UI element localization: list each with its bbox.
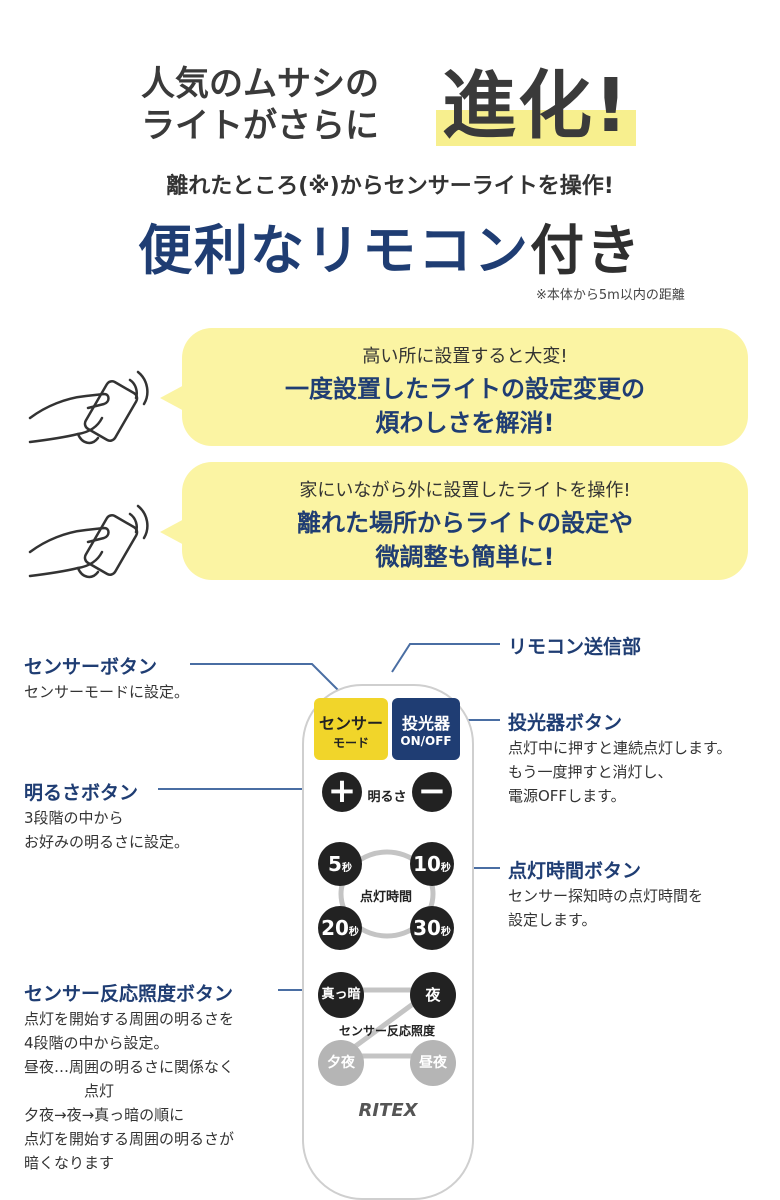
lux-callout-title: センサー反応照度ボタン xyxy=(24,983,234,1005)
sensor-callout-desc: センサーモードに設定。 xyxy=(24,683,190,701)
lux-callout-desc6: 点灯を開始する周囲の明るさが xyxy=(24,1130,235,1148)
lux-callout-desc3: 昼夜…周囲の明るさに関係なく xyxy=(24,1058,235,1076)
hand-remote-icon xyxy=(28,370,149,445)
timer-30-unit: 秒 xyxy=(440,927,451,938)
bubble-2: 家にいながら外に設置したライトを操作! 離れた場所からライトの設定や 微調整も簡… xyxy=(160,462,748,580)
headline-highlight: 進化! xyxy=(436,66,636,146)
brightness-callout-title: 明るさボタン xyxy=(24,782,139,804)
timer-callout-desc1: センサー探知時の点灯時間を xyxy=(508,887,704,905)
lux-callout-desc7: 暗くなります xyxy=(24,1154,115,1172)
bubble-2-big2: 微調整も簡単に! xyxy=(375,543,555,571)
brightness-plus-button[interactable]: + xyxy=(322,772,362,812)
bubble-1: 高い所に設置すると大変! 一度設置したライトの設定変更の 煩わしさを解消! xyxy=(160,328,748,446)
headline-line1: 人気のムサシの xyxy=(141,64,379,104)
timer-callout-title: 点灯時間ボタン xyxy=(508,860,642,882)
lux-connector xyxy=(334,987,440,1059)
projector-callout-title: 投光器ボタン xyxy=(508,712,623,734)
bubble-2-big1: 離れた場所からライトの設定や xyxy=(297,509,633,537)
lux-pitch-dark-button[interactable]: 真っ暗 xyxy=(318,972,364,1018)
headline-line2: ライトがさらに xyxy=(141,106,379,146)
projector-callout-desc1: 点灯中に押すと連続点灯します。 xyxy=(508,739,732,757)
timer-20-button[interactable]: 20秒 xyxy=(318,906,362,950)
projector-callout-desc3: 電源OFFします。 xyxy=(508,787,626,805)
bubble-1-small: 高い所に設置すると大変! xyxy=(362,346,568,367)
lux-night-button[interactable]: 夜 xyxy=(410,972,456,1018)
lux-label: センサー反応照度 xyxy=(338,1024,435,1038)
timer-label: 点灯時間 xyxy=(359,890,412,905)
projector-button[interactable]: 投光器 ON/OFF xyxy=(392,698,460,760)
main-heading-part3: 付き xyxy=(530,219,642,282)
timer-10-unit: 秒 xyxy=(440,863,451,874)
bubble-1-big2: 煩わしさを解消! xyxy=(375,409,555,437)
hand-remote-icon xyxy=(28,504,149,579)
timer-20-unit: 秒 xyxy=(348,927,359,938)
timer-callout-desc2: 設定します。 xyxy=(508,911,597,929)
bubble-1-big1: 一度設置したライトの設定変更の xyxy=(285,375,645,403)
timer-10-button[interactable]: 10秒 xyxy=(410,842,454,886)
bubble-2-small: 家にいながら外に設置したライトを操作! xyxy=(299,480,631,501)
lux-callout-desc5: 夕夜→夜→真っ暗の順に xyxy=(24,1106,185,1124)
timer-30-button[interactable]: 30秒 xyxy=(410,906,454,950)
lux-callout-desc4: 点灯 xyxy=(84,1082,115,1100)
brightness-callout-desc1: 3段階の中から xyxy=(24,809,124,827)
sensor-mode-button[interactable]: センサー モード xyxy=(314,698,388,760)
projector-label: 投光器 xyxy=(401,714,450,733)
brand-logo: RITEX xyxy=(358,1100,418,1121)
timer-5-value: 5 xyxy=(328,852,342,876)
timer-5-unit: 秒 xyxy=(341,863,352,874)
remote-tx-callout-title: リモコン送信部 xyxy=(508,636,642,658)
timer-30-value: 30 xyxy=(413,916,441,940)
lux-callout-desc1: 点灯を開始する周囲の明るさを xyxy=(24,1010,235,1028)
lux-callout-desc2: 4段階の中から設定。 xyxy=(24,1034,169,1052)
main-heading-part1: 便利な xyxy=(138,219,306,282)
sensor-mode-label: センサー xyxy=(318,714,383,733)
timer-10-value: 10 xyxy=(413,852,441,876)
sensor-mode-sublabel: モード xyxy=(332,736,369,750)
lux-dusk-button[interactable]: 夕夜 xyxy=(318,1040,364,1086)
timer-20-value: 20 xyxy=(321,916,349,940)
brightness-callout-desc2: お好みの明るさに設定。 xyxy=(24,833,190,851)
projector-sublabel: ON/OFF xyxy=(400,734,452,748)
distance-note: ※本体から5m以内の距離 xyxy=(536,288,685,303)
subtitle: 離れたところ(※)からセンサーライトを操作! xyxy=(166,174,614,199)
brightness-label: 明るさ xyxy=(367,790,407,805)
sensor-callout-title: センサーボタン xyxy=(24,656,158,678)
lux-day-night-button[interactable]: 昼夜 xyxy=(410,1040,456,1086)
brightness-minus-button[interactable]: − xyxy=(412,772,452,812)
projector-callout-desc2: もう一度押すと消灯し、 xyxy=(508,763,673,781)
main-heading: 便利なリモコン付き xyxy=(0,206,780,285)
timer-ring xyxy=(338,849,436,939)
timer-5-button[interactable]: 5秒 xyxy=(318,842,362,886)
main-heading-part2: リモコン xyxy=(306,219,530,282)
